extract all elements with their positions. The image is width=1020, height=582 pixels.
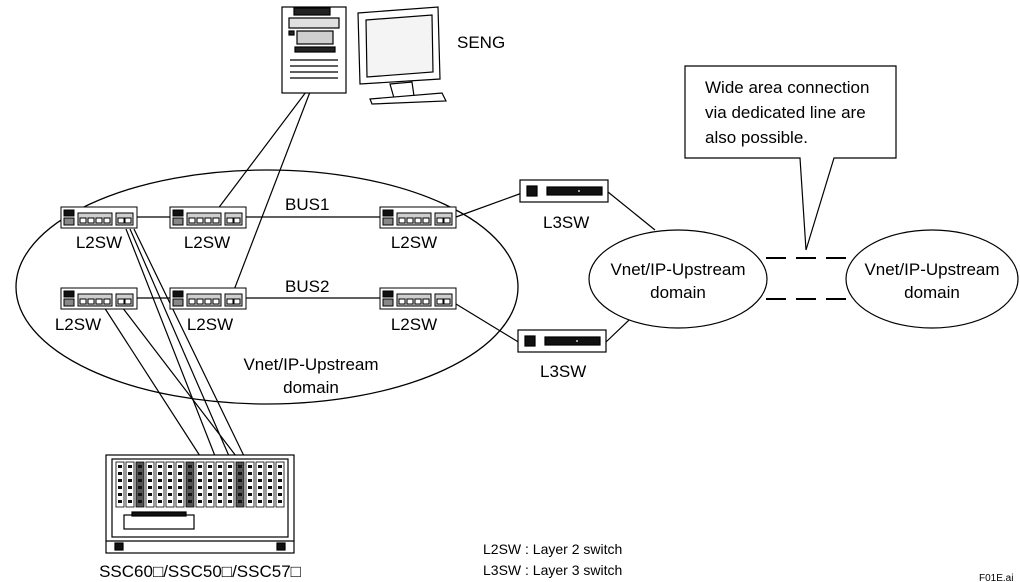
controller-label: SSC60□/SSC50□/SSC57□ xyxy=(99,562,301,581)
domain-main-line2: domain xyxy=(283,378,339,397)
l2sw-top-right-icon xyxy=(379,206,457,229)
l2-switches xyxy=(60,206,457,310)
callout-line-3: also possible. xyxy=(705,128,808,147)
l2sw-bot-left-label: L2SW xyxy=(55,315,101,334)
legend-l2: L2SW : Layer 2 switch xyxy=(483,541,622,557)
domain-right-2-line2: domain xyxy=(904,283,960,302)
l2sw-top-mid-label: L2SW xyxy=(184,233,230,252)
upstream-domain-ellipse-right-1 xyxy=(588,229,768,329)
l2sw-bot-mid-label: L2SW xyxy=(187,315,233,334)
controller-icon xyxy=(105,454,295,554)
l2sw-bot-right-icon xyxy=(379,287,457,310)
seng-label: SENG xyxy=(457,33,505,52)
callout-line-1: Wide area connection xyxy=(705,78,869,97)
engineering-station-icon xyxy=(281,6,447,105)
figure-id: F01E.ai xyxy=(979,573,1013,582)
domain-right-1-line2: domain xyxy=(650,283,706,302)
upstream-domain-ellipse xyxy=(15,169,519,405)
controller-module-slots xyxy=(115,461,285,508)
l2sw-bot-left-icon xyxy=(60,287,138,310)
callout-balloon xyxy=(684,65,897,251)
l2sw-top-left-label: L2SW xyxy=(76,233,122,252)
wide-area-dashed-lines xyxy=(766,257,850,300)
l2sw-top-right-label: L2SW xyxy=(391,233,437,252)
l3sw-top-icon xyxy=(519,179,609,203)
connection-lines xyxy=(103,91,656,457)
upstream-domain-ellipse-right-2 xyxy=(845,229,1019,329)
l3sw-top-label: L3SW xyxy=(543,213,589,232)
domain-right-2-line1: Vnet/IP-Upstream xyxy=(864,260,999,279)
l2sw-top-mid-icon xyxy=(169,206,247,229)
legend-l3: L3SW : Layer 3 switch xyxy=(483,562,622,578)
l2sw-top-left-icon xyxy=(60,206,138,229)
l2sw-bot-right-label: L2SW xyxy=(391,315,437,334)
l3sw-bot-label: L3SW xyxy=(540,362,586,381)
callout-line-2: via dedicated line are xyxy=(705,103,866,122)
l3sw-bot-icon xyxy=(517,329,607,353)
bus1-label: BUS1 xyxy=(285,195,329,214)
domain-main-line1: Vnet/IP-Upstream xyxy=(243,355,378,374)
domain-right-1-line1: Vnet/IP-Upstream xyxy=(610,260,745,279)
l2sw-bot-mid-icon xyxy=(169,287,247,310)
bus2-label: BUS2 xyxy=(285,277,329,296)
